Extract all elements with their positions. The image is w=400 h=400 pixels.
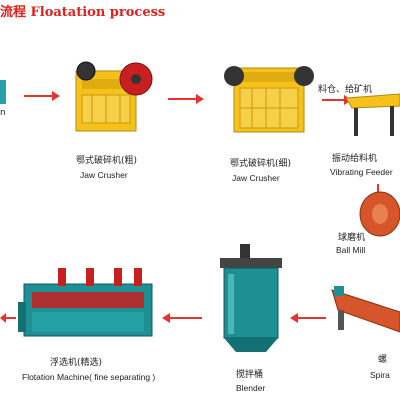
spiral-classifier-label-en: Spira: [370, 370, 390, 380]
ball-mill-image: [359, 191, 400, 237]
blender-label-zh: 搅拌桶: [236, 370, 264, 380]
blender-label-en: Blender: [236, 383, 266, 393]
ball-mill-label-en: Ball Mill: [336, 245, 366, 255]
flow-arrow-7: [0, 313, 16, 323]
vibrating-feeder-image: [345, 93, 400, 136]
ball-mill-label-zh: 球磨机: [338, 233, 366, 243]
bin-feeder-label-zh: 料仓、给矿机: [318, 85, 373, 95]
jaw-crusher-coarse-label-en: Jaw Crusher: [80, 170, 128, 180]
jaw-crusher-coarse-image: [75, 61, 153, 132]
jaw-crusher-coarse-label-zh: 鄂式破碎机(粗): [76, 156, 138, 166]
jaw-crusher-fine-label-zh: 鄂式破碎机(细): [230, 159, 292, 169]
spiral-classifier-image: [331, 286, 400, 333]
flotation-machine-label-zh: 浮选机(精选): [50, 358, 103, 368]
spiral-classifier-label-zh: 螺: [378, 355, 388, 365]
vibrating-feeder-label-en: Vibrating Feeder: [330, 167, 393, 177]
flotation-machine-label-en: Flotation Machine( fine separating ): [22, 372, 156, 382]
flow-arrow-2: [168, 94, 204, 104]
vibrating-feeder-label-zh: 振动给料机: [332, 154, 378, 164]
flow-arrow-1: [24, 91, 60, 101]
jaw-crusher-fine-label-en: Jaw Crusher: [232, 173, 280, 183]
partial-label: n: [0, 108, 6, 118]
blender-tank-image: [220, 244, 282, 352]
flow-arrow-5: [290, 313, 326, 323]
flow-arrow-6: [162, 313, 202, 323]
diagram-title: 流程 Floatation process: [0, 5, 166, 20]
flotation-machine-image: [18, 268, 153, 337]
partial-machine: [0, 80, 6, 104]
jaw-crusher-fine-image: [224, 66, 314, 133]
